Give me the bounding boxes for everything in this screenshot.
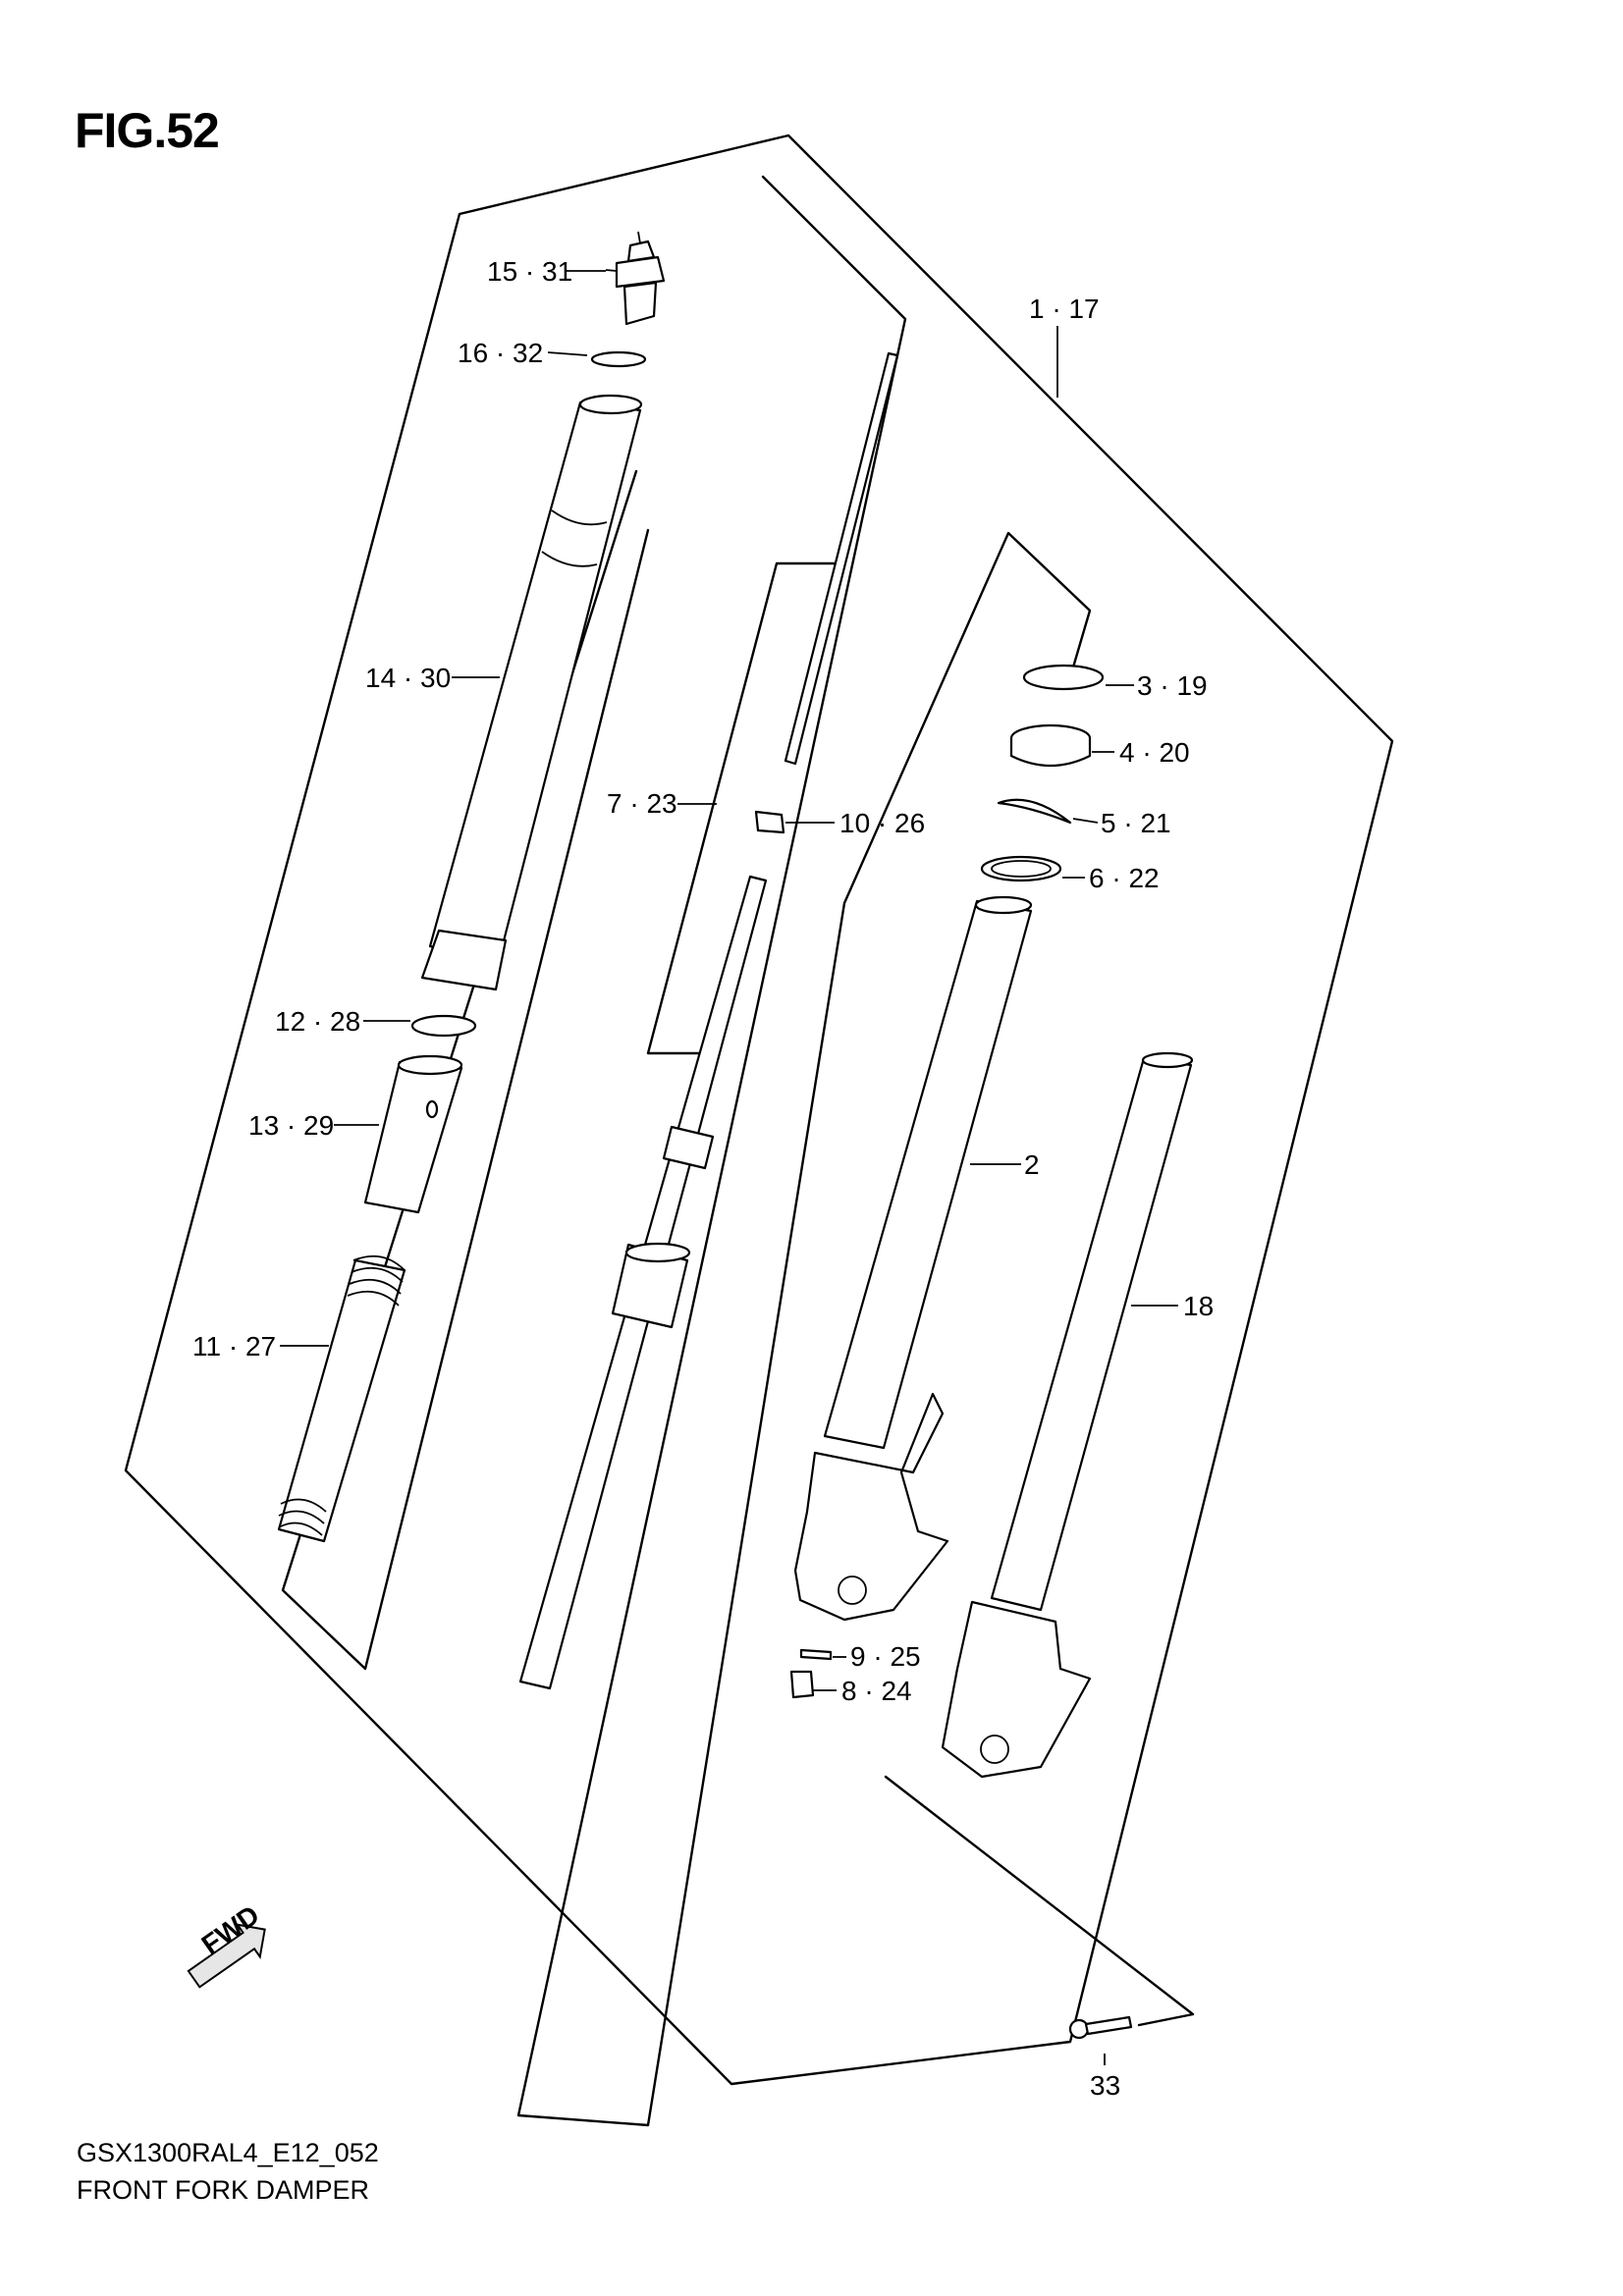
callout-6-22: 6 · 22 [1089,863,1160,893]
callout-7-23: 7 · 23 [607,788,677,819]
part-12-28-seal [410,1014,477,1038]
part-33-bolt [1068,2015,1133,2040]
part-9-25-pin [799,1648,833,1661]
part-3-19-ring [1022,664,1105,691]
model-code: GSX1300RAL4_E12_052 [77,2138,379,2167]
callout-16-32: 16 · 32 [458,338,543,368]
part-14-30-outer-tube [420,394,643,991]
diagram-name: FRONT FORK DAMPER [77,2175,370,2205]
part-8-24-bolt [789,1670,815,1699]
part-15-31-adjuster [605,231,666,326]
part-2-inner-tube [793,895,1033,1622]
part-10-26-nut [754,810,785,834]
callout-1-17: 1 · 17 [1029,294,1100,324]
assembly-outline-inner-damper [516,175,1092,2127]
callout-10-26: 10 · 26 [839,808,925,838]
assembly-outline-rod-bracket [646,561,839,1055]
assembly-outline-lower-right [884,1775,1195,2027]
part-13-29-spacer [363,1054,463,1214]
part-16-32-o-ring [590,350,647,368]
callout-8-24: 8 · 24 [841,1676,912,1706]
part-18-inner-tube [941,1051,1194,1779]
leader-lines [280,270,1178,2065]
callout-33: 33 [1090,2070,1120,2101]
assembly-outline-1-17 [124,133,1394,2086]
callout-11-27: 11 · 27 [192,1331,276,1362]
part-7-23-damper-rod [518,351,899,1690]
part-5-21-stopper-ring [997,798,1072,825]
callout-5-21: 5 · 21 [1101,808,1171,838]
part-4-20-oil-seal [1009,723,1092,768]
part-11-27-spring [277,1255,406,1543]
callout-9-25: 9 · 25 [850,1641,921,1672]
callout-2: 2 [1024,1149,1040,1180]
callout-15-31: 15 · 31 [487,256,572,287]
callout-3-19: 3 · 19 [1137,670,1208,701]
callout-13-29: 13 · 29 [248,1110,334,1141]
callout-12-28: 12 · 28 [275,1006,360,1037]
figure-title: FIG.52 [75,103,220,158]
callout-18: 18 [1183,1291,1214,1321]
callout-14-30: 14 · 30 [365,663,451,693]
callout-4-20: 4 · 20 [1119,737,1190,768]
part-6-22-dust-seal [980,855,1062,882]
fwd-arrow-icon [187,1923,266,1989]
